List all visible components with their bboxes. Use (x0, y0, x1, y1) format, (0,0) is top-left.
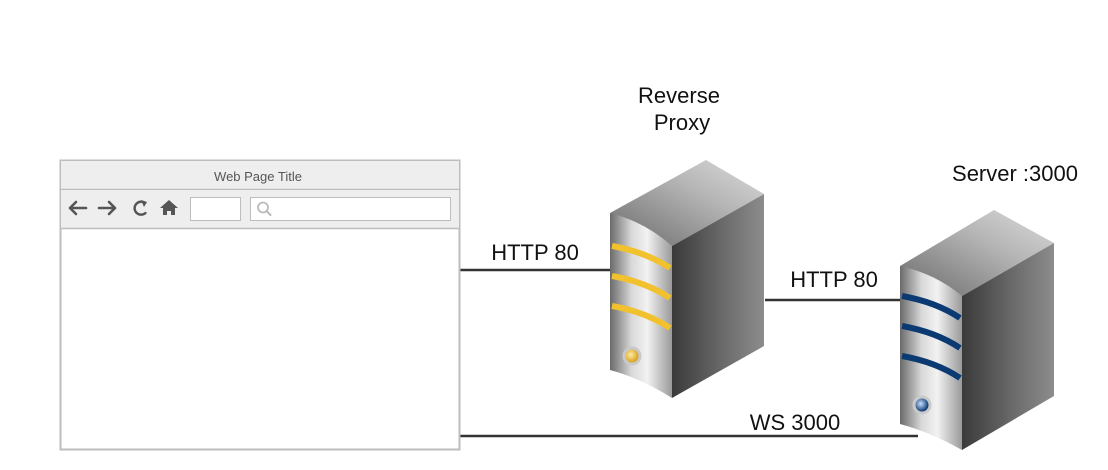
reverse-proxy-label-line2: Proxy (654, 110, 710, 135)
server-label: Server :3000 (952, 161, 1078, 186)
proxy-stripe (611, 303, 672, 331)
edge-label-browser-to-server: WS 3000 (750, 410, 841, 435)
proxy-stripe (611, 273, 672, 301)
search-field[interactable] (250, 197, 451, 221)
proxy-stripe (611, 243, 672, 271)
address-field[interactable] (190, 197, 241, 221)
application-server-icon (900, 210, 1054, 450)
forward-arrow-icon[interactable] (97, 200, 117, 216)
browser-window: Web Page Title (59, 159, 461, 451)
home-icon[interactable] (160, 200, 178, 215)
edge-label-proxy-to-server: HTTP 80 (790, 267, 878, 292)
search-icon (257, 201, 272, 216)
server-stripe (901, 353, 962, 381)
browser-titlebar (61, 161, 459, 189)
server-stripe (901, 293, 962, 321)
server-stripe (901, 323, 962, 351)
reverse-proxy-server-icon (610, 160, 764, 398)
browser-title: Web Page Title (214, 169, 302, 184)
reload-icon[interactable] (133, 200, 147, 216)
edge-label-browser-to-proxy: HTTP 80 (491, 240, 579, 265)
reverse-proxy-label-line1: Reverse (638, 83, 720, 108)
back-arrow-icon[interactable] (68, 200, 88, 216)
